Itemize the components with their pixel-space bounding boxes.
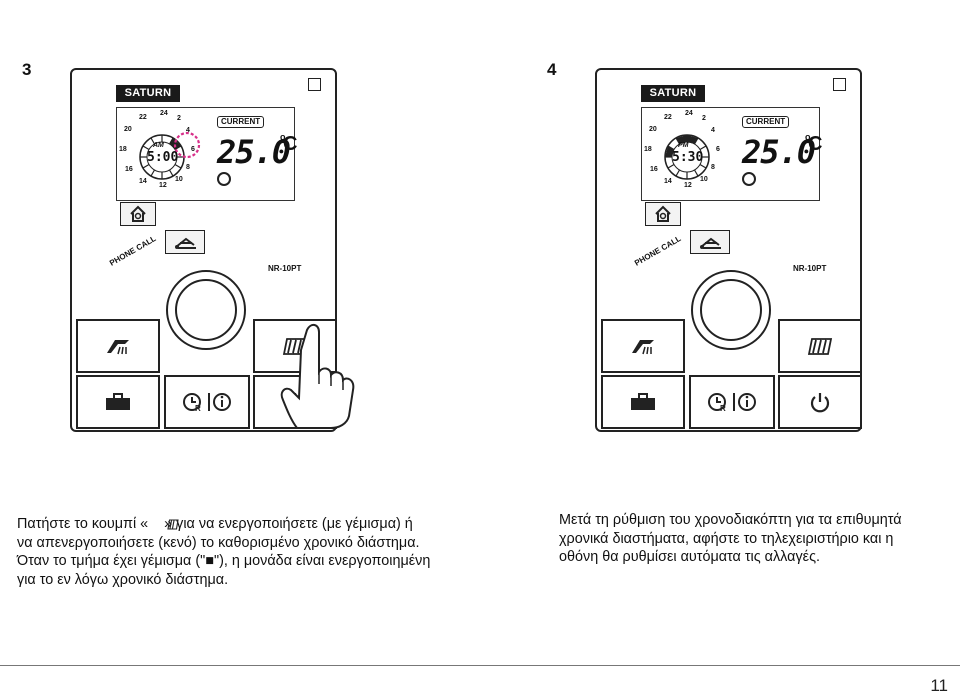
text-line: για το εν λόγω χρονικό διάστημα. xyxy=(17,571,229,588)
home-icon xyxy=(130,205,146,222)
suitcase-icon xyxy=(631,393,655,410)
clock-reset-icon: R xyxy=(708,393,726,413)
shower-button[interactable] xyxy=(601,319,685,373)
eco-icon-box xyxy=(165,230,205,254)
current-label: CURRENT xyxy=(742,116,790,128)
shower-icon xyxy=(107,340,129,355)
text-line: οθόνη θα ρυθμίσει αυτόματα τις αλλαγές. xyxy=(559,549,821,565)
heater-button[interactable] xyxy=(253,319,337,373)
phone-call-label: PHONE CALL xyxy=(633,234,683,268)
suitcase-icon xyxy=(106,393,130,410)
indicator-square xyxy=(833,78,846,91)
away-button[interactable] xyxy=(601,375,685,429)
timer-info-button[interactable]: R xyxy=(164,375,250,429)
home-icon xyxy=(655,205,671,222)
home-icon-box xyxy=(645,202,681,226)
current-label: CURRENT xyxy=(217,116,265,128)
timer-dial xyxy=(664,134,710,180)
dial-label-16: 16 xyxy=(125,166,133,173)
text-line: Πατήστε το κουμπί « » για να ενεργοποιήσ… xyxy=(17,516,413,532)
child-lock-icon xyxy=(742,172,756,186)
thermostat-panel-left: SATURN 24 2 4 6 8 10 12 14 16 18 20 22 xyxy=(70,68,355,432)
degree-symbol: o xyxy=(805,132,811,142)
dial-label-10: 10 xyxy=(700,176,708,183)
temperature-unit: C xyxy=(283,133,298,155)
dial-label-16: 16 xyxy=(650,166,658,173)
eco-mode-icon xyxy=(175,237,196,249)
model-label: NR-10PT xyxy=(268,264,302,273)
clock-time: 5:00 xyxy=(147,150,179,165)
info-icon xyxy=(208,393,231,411)
svg-text:R: R xyxy=(720,404,726,413)
heater-inline-icon xyxy=(167,519,179,530)
shower-icon xyxy=(632,340,654,355)
am-pm-label: AM xyxy=(153,142,164,149)
lcd-display: 24 2 4 6 8 10 12 14 16 18 20 22 AM 5:00 … xyxy=(116,107,298,201)
eco-icon-box xyxy=(690,230,730,254)
brand-logo: SATURN xyxy=(116,85,180,102)
dial-label-24: 24 xyxy=(160,110,168,117)
temperature-unit: C xyxy=(808,133,823,155)
dial-label-4: 4 xyxy=(711,127,715,134)
info-icon xyxy=(733,393,756,411)
hand-pointer-icon xyxy=(280,324,355,429)
step-number-left: 3 xyxy=(22,60,32,79)
dial-label-20: 20 xyxy=(649,126,657,133)
dial-label-12: 12 xyxy=(159,182,167,189)
indicator-square xyxy=(308,78,321,91)
degree-symbol: o xyxy=(280,132,286,142)
dial-label-2: 2 xyxy=(702,115,706,122)
dial-label-6: 6 xyxy=(191,146,195,153)
phone-call-label: PHONE CALL xyxy=(108,234,158,268)
rotary-knob[interactable] xyxy=(166,270,246,350)
dial-label-4: 4 xyxy=(186,127,190,134)
heater-button[interactable] xyxy=(778,319,862,373)
heater-icon xyxy=(807,338,833,355)
temperature-value: 25.0 xyxy=(742,133,816,171)
dial-label-2: 2 xyxy=(177,115,181,122)
dial-label-8: 8 xyxy=(711,164,715,171)
clock-time: 5:30 xyxy=(672,150,704,165)
dial-label-12: 12 xyxy=(684,182,692,189)
eco-mode-icon xyxy=(700,237,721,249)
clock-reset-icon: R xyxy=(183,393,201,413)
instruction-text-right: Μετά τη ρύθμιση του χρονοδιακόπτη για τα… xyxy=(559,511,959,567)
text-line: χρονικά διαστήματα, αφήστε το τηλεχειρισ… xyxy=(559,530,894,547)
dial-label-20: 20 xyxy=(124,126,132,133)
child-lock-icon xyxy=(217,172,231,186)
dial-label-22: 22 xyxy=(664,114,672,121)
page-number: 11 xyxy=(930,676,948,695)
timer-info-button[interactable]: R xyxy=(689,375,775,429)
footer-divider xyxy=(0,665,960,666)
brand-logo: SATURN xyxy=(641,85,705,102)
shower-button[interactable] xyxy=(76,319,160,373)
instruction-text-left: Πατήστε το κουμπί « » για να ενεργοποιήσ… xyxy=(17,515,517,589)
power-icon xyxy=(810,393,830,413)
dial-label-14: 14 xyxy=(664,178,672,185)
dial-label-14: 14 xyxy=(139,178,147,185)
model-label: NR-10PT xyxy=(793,264,827,273)
text-line: να απενεργοποιήσετε (κενό) το καθορισμέν… xyxy=(17,534,420,551)
text-line: Μετά τη ρύθμιση του χρονοδιακόπτη για τα… xyxy=(559,512,902,528)
dial-label-8: 8 xyxy=(186,164,190,171)
temperature-value: 25.0 xyxy=(217,133,291,171)
am-pm-label: PM xyxy=(678,142,689,149)
dial-label-10: 10 xyxy=(175,176,183,183)
svg-text:R: R xyxy=(195,404,201,413)
away-button[interactable] xyxy=(76,375,160,429)
dial-label-18: 18 xyxy=(644,146,652,153)
dial-label-18: 18 xyxy=(119,146,127,153)
power-button[interactable] xyxy=(778,375,862,429)
dial-label-22: 22 xyxy=(139,114,147,121)
rotary-knob[interactable] xyxy=(691,270,771,350)
thermostat-panel-right: SATURN 24 2 4 6 8 10 12 14 16 18 20 22 xyxy=(595,68,862,432)
lcd-display: 24 2 4 6 8 10 12 14 16 18 20 22 PM 5:30 … xyxy=(641,107,823,201)
home-icon-box xyxy=(120,202,156,226)
step-number-right: 4 xyxy=(547,60,557,79)
timer-dial xyxy=(139,131,201,180)
dial-label-24: 24 xyxy=(685,110,693,117)
dial-label-6: 6 xyxy=(716,146,720,153)
text-line: Όταν το τμήμα έχει γέμισμα ("■"), η μονά… xyxy=(17,553,431,569)
